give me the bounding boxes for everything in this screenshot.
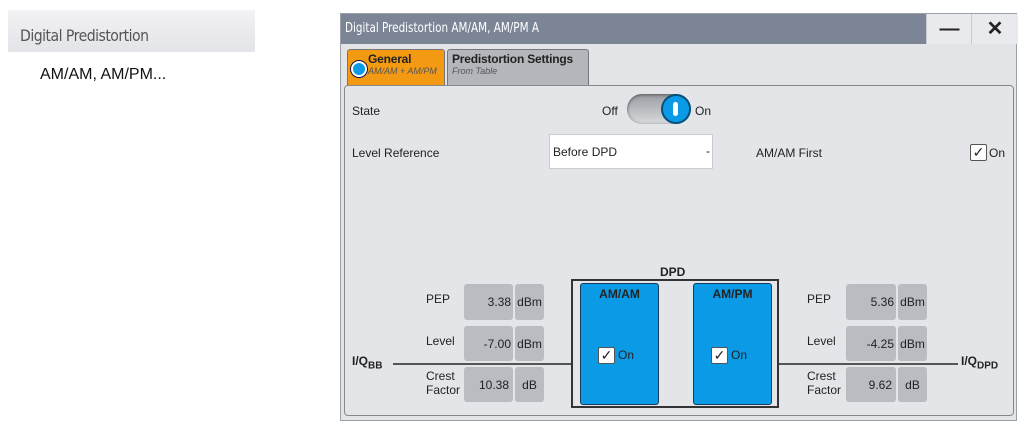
amam-block: AM/AM ✓ On bbox=[580, 283, 659, 405]
input-signal-line bbox=[393, 363, 572, 365]
tab-general-label: General bbox=[368, 52, 412, 66]
dpd-title: DPD bbox=[660, 265, 686, 279]
output-crest-unit: dB bbox=[898, 367, 927, 402]
iq-bb-label: I/QBB bbox=[352, 354, 383, 372]
ampm-on-label: On bbox=[731, 348, 748, 362]
dpd-dialog: Digital Predistortion AM/AM, AM/PM A — ✕… bbox=[340, 13, 1018, 421]
close-button[interactable]: ✕ bbox=[971, 14, 1018, 44]
sidebar-header: Digital Predistortion bbox=[8, 10, 255, 52]
input-crest-value: 10.38 bbox=[464, 367, 513, 402]
state-off-label: Off bbox=[602, 104, 618, 118]
tab-general[interactable]: General AM/AM + AM/PM bbox=[347, 49, 445, 85]
window-title: Digital Predistortion AM/AM, AM/PM A bbox=[345, 21, 539, 36]
dropdown-arrow-icon: - bbox=[706, 144, 710, 158]
output-level-label: Level bbox=[807, 334, 836, 348]
input-pep-unit: dBm bbox=[515, 284, 544, 320]
amam-checkbox[interactable]: ✓ bbox=[598, 347, 615, 364]
level-reference-value: Before DPD bbox=[553, 145, 618, 159]
state-toggle[interactable] bbox=[627, 94, 691, 124]
state-label: State bbox=[352, 104, 381, 118]
title-bar[interactable]: Digital Predistortion AM/AM, AM/PM A bbox=[341, 14, 926, 44]
level-reference-label: Level Reference bbox=[352, 146, 440, 160]
input-level-value: -7.00 bbox=[464, 326, 513, 361]
output-level-unit: dBm bbox=[898, 326, 927, 361]
input-crest-unit: dB bbox=[515, 367, 544, 402]
amam-on-label: On bbox=[618, 348, 635, 362]
iq-dpd-label: I/QDPD bbox=[961, 354, 999, 372]
tab-predistortion-settings[interactable]: Predistortion Settings From Table bbox=[447, 49, 589, 85]
output-pep-value: 5.36 bbox=[846, 284, 896, 320]
sidebar-header-label: Digital Predistortion bbox=[20, 26, 149, 45]
output-crest-value: 9.62 bbox=[846, 367, 896, 402]
minimize-button[interactable]: — bbox=[926, 14, 972, 44]
output-signal-line bbox=[779, 363, 958, 365]
amam-block-title: AM/AM bbox=[599, 287, 640, 301]
input-pep-value: 3.38 bbox=[464, 284, 513, 320]
info-icon bbox=[351, 61, 367, 77]
ampm-block: AM/PM ✓ On bbox=[693, 283, 772, 405]
amam-first-checkbox[interactable]: ✓ bbox=[970, 144, 987, 161]
tab-settings-sub: From Table bbox=[452, 66, 498, 76]
amam-first-label: AM/AM First bbox=[756, 146, 822, 160]
output-pep-label: PEP bbox=[807, 292, 832, 306]
level-reference-dropdown[interactable]: Before DPD - bbox=[549, 134, 713, 169]
toggle-knob bbox=[661, 94, 691, 124]
tab-general-sub: AM/AM + AM/PM bbox=[368, 66, 437, 76]
input-pep-label: PEP bbox=[426, 292, 451, 306]
output-level-value: -4.25 bbox=[846, 326, 896, 361]
general-panel: State Off On Level Reference Before DPD … bbox=[344, 85, 1014, 416]
amam-first-on-label: On bbox=[989, 146, 1006, 160]
ampm-block-title: AM/PM bbox=[712, 287, 753, 301]
state-on-label: On bbox=[695, 104, 712, 118]
input-level-label: Level bbox=[426, 334, 455, 348]
input-level-unit: dBm bbox=[515, 326, 544, 361]
output-pep-unit: dBm bbox=[898, 284, 927, 320]
sidebar-item-amam-ampm[interactable]: AM/AM, AM/PM... bbox=[40, 66, 167, 83]
ampm-checkbox[interactable]: ✓ bbox=[711, 347, 728, 364]
tab-settings-label: Predistortion Settings bbox=[452, 52, 573, 66]
